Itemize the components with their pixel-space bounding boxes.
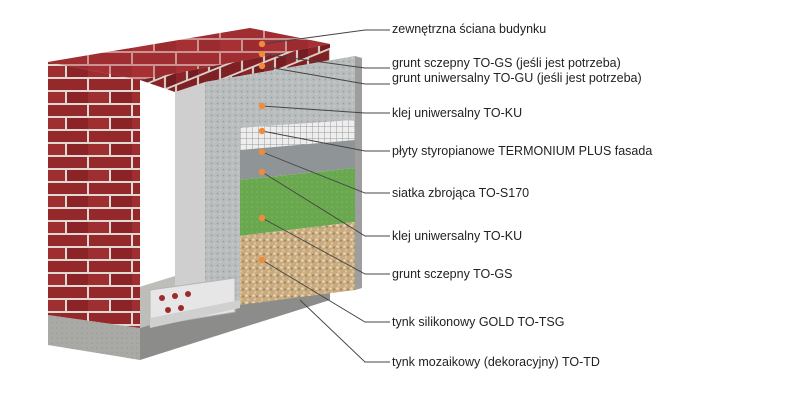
layer-markers bbox=[258, 40, 266, 264]
label-primer-to-gs: grunt sczepny TO-GS bbox=[392, 267, 513, 281]
starter-profile bbox=[149, 277, 240, 328]
label-styrofoam-boards: płyty styropianowe TERMONIUM PLUS fasada bbox=[392, 144, 653, 158]
label-mosaic-plaster: tynk mozaikowy (dekoracyjny) TO-TD bbox=[392, 355, 600, 369]
leader-lines bbox=[261, 29, 390, 363]
label-primer-to-gs-optional: grunt sczepny TO-GS (jeśli jest potrzeba… bbox=[392, 56, 621, 70]
brick-wall bbox=[48, 28, 330, 328]
insulation-layers bbox=[175, 56, 362, 322]
label-reinforcing-mesh: siatka zbrojąca TO-S170 bbox=[392, 186, 530, 200]
label-silicone-plaster: tynk silikonowy GOLD TO-TSG bbox=[392, 315, 565, 329]
label-outer-wall: zewnętrzna ściana budynku bbox=[392, 22, 547, 36]
label-adhesive-to-ku-2: klej uniwersalny TO-KU bbox=[392, 229, 523, 243]
label-adhesive-to-ku-1: klej uniwersalny TO-KU bbox=[392, 106, 523, 120]
label-primer-to-gu-optional: grunt uniwersalny TO-GU (jeśli jest potr… bbox=[392, 71, 642, 85]
